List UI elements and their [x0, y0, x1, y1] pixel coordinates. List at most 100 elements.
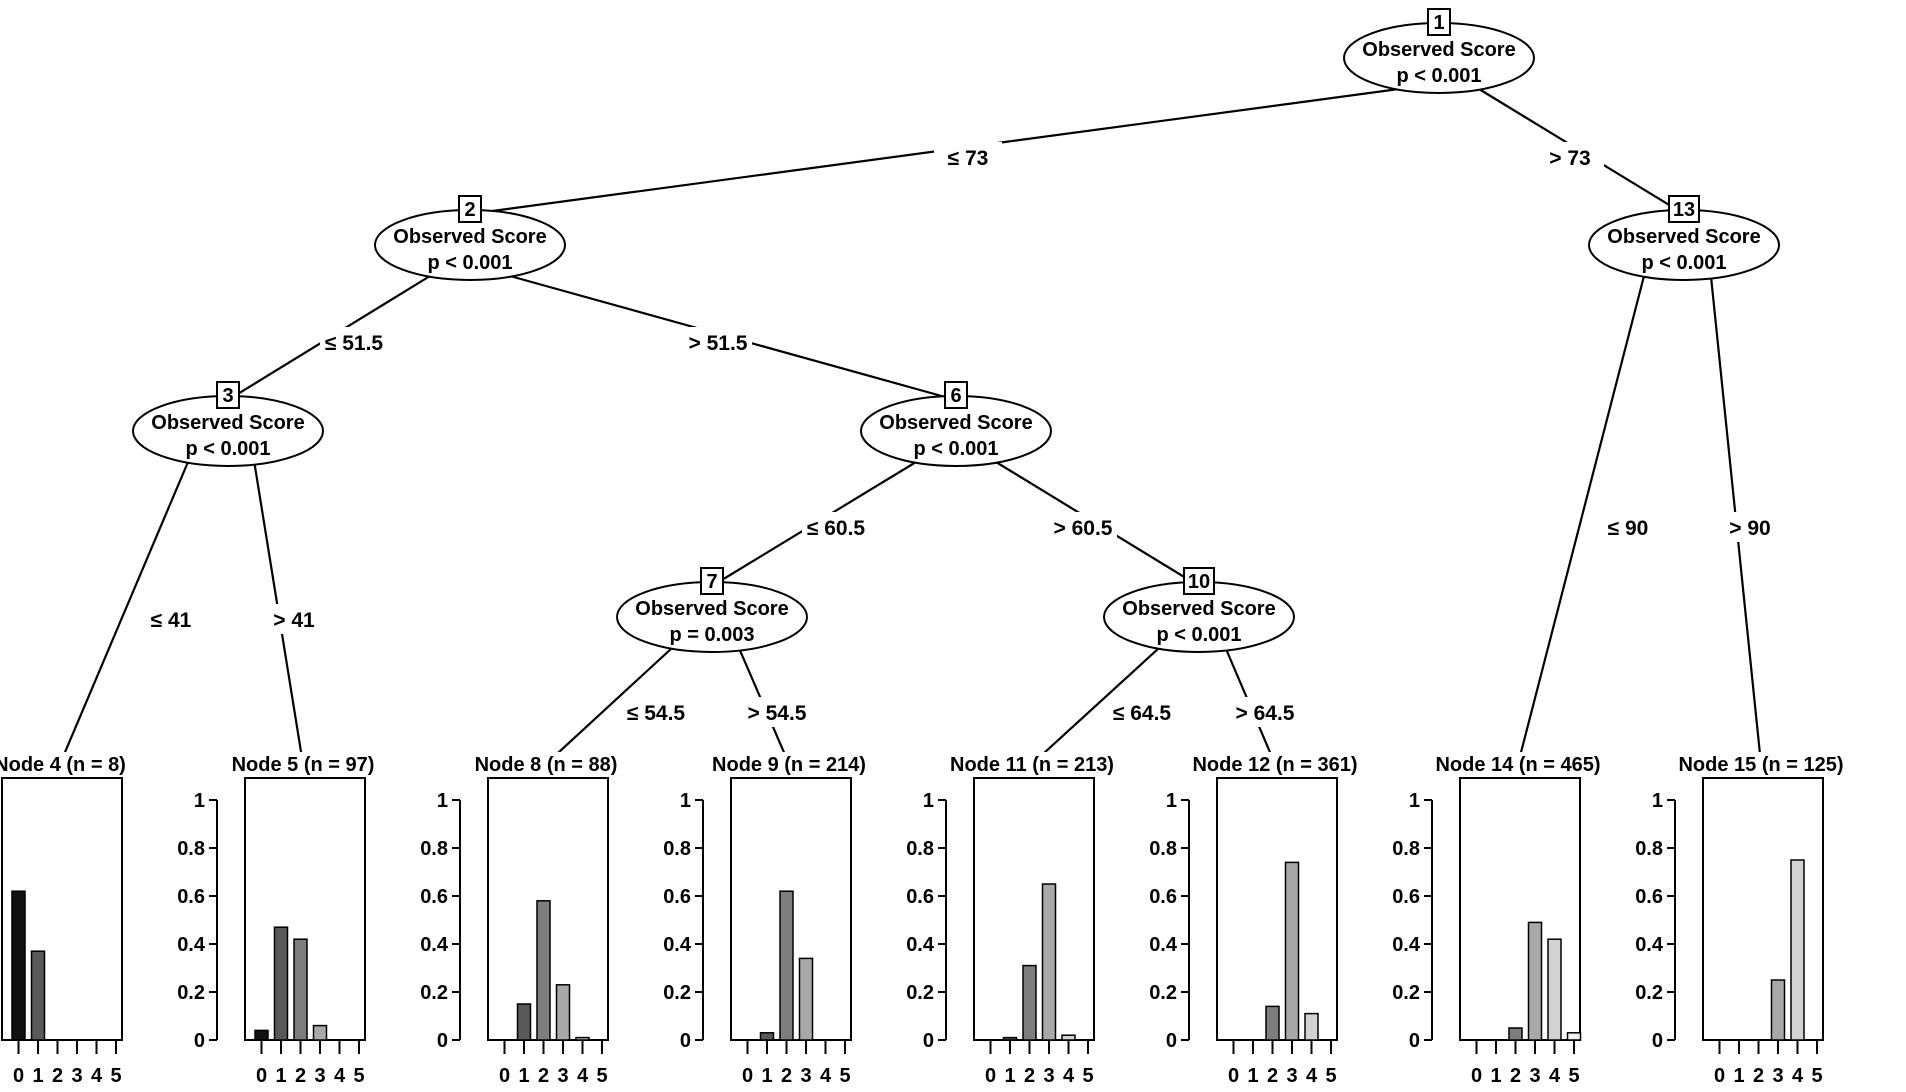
y-tick-label: 0.8 [1149, 838, 1177, 860]
edge-label-bg [622, 697, 690, 727]
node-id: 7 [706, 571, 717, 593]
bar-node8-cat2 [536, 900, 551, 1041]
y-tick-label: 0.2 [420, 982, 448, 1004]
y-tick-label: 0.4 [1392, 934, 1421, 956]
leaf-title: Node 14 (n = 465) [1435, 754, 1600, 776]
node-variable: Observed Score [393, 226, 546, 248]
x-tick-label: 2 [295, 1065, 306, 1087]
edge-label-bg [1231, 697, 1299, 727]
x-tick-label: 4 [334, 1065, 346, 1087]
node-id-box [458, 195, 482, 223]
y-tick-label: 0 [1166, 1030, 1177, 1052]
edge-label-3-4: ≤ 41 [151, 609, 192, 632]
x-tick-label: 1 [1247, 1065, 1258, 1087]
y-tick-label: 1 [680, 790, 691, 812]
x-tick-label: 5 [1811, 1065, 1822, 1087]
x-tick-label: 2 [1024, 1065, 1035, 1087]
y-tick-label: 0.6 [663, 886, 691, 908]
node-id: 1 [1433, 12, 1444, 34]
node-id-box [1427, 8, 1451, 36]
bar-node15-cat4 [1790, 859, 1805, 1041]
edge-label-bg [684, 327, 752, 357]
bar-node5-cat2 [293, 938, 308, 1041]
bar-node11-cat4 [1061, 1034, 1076, 1041]
x-tick-label: 5 [596, 1065, 607, 1087]
y-tick-label: 0 [437, 1030, 448, 1052]
bar-node5-cat3 [312, 1024, 328, 1041]
x-tick-label: 4 [91, 1065, 103, 1087]
x-tick-label: 1 [275, 1065, 286, 1087]
y-tick-label: 0.4 [420, 934, 449, 956]
y-tick-label: 1 [1652, 790, 1663, 812]
x-tick-label: 5 [110, 1065, 121, 1087]
y-tick-label: 0.8 [1392, 838, 1420, 860]
bar-node12-cat2 [1265, 1005, 1280, 1041]
bar-node14-cat3 [1527, 921, 1543, 1041]
x-tick-label: 2 [538, 1065, 549, 1087]
y-tick-label: 0.8 [420, 838, 448, 860]
y-tick-label: 0.6 [1149, 886, 1177, 908]
leaf-title: Node 9 (n = 214) [712, 754, 866, 776]
node-p-value: p < 0.001 [185, 438, 270, 460]
y-tick-label: 0 [923, 1030, 934, 1052]
x-tick-label: 5 [1082, 1065, 1093, 1087]
x-tick-label: 3 [557, 1065, 568, 1087]
node-id-box [944, 381, 968, 409]
leaf-plot-frame [1702, 777, 1824, 1041]
x-tick-label: 1 [518, 1065, 529, 1087]
x-tick-label: 1 [761, 1065, 772, 1087]
node-variable: Observed Score [151, 412, 304, 434]
edge-13-14 [1516, 275, 1646, 765]
edge-label-bg [802, 512, 870, 542]
x-tick-label: 2 [52, 1065, 63, 1087]
x-tick-label: 0 [1471, 1065, 1482, 1087]
edge-label-bg [1594, 512, 1662, 542]
x-tick-label: 0 [499, 1065, 510, 1087]
x-tick-label: 0 [256, 1065, 267, 1087]
bar-node8-cat1 [516, 1003, 532, 1041]
bar-node11-cat1 [1002, 1036, 1018, 1041]
y-tick-label: 1 [437, 790, 448, 812]
node-p-value: p < 0.001 [913, 438, 998, 460]
edge-label-3-5: > 41 [273, 609, 315, 632]
y-tick-label: 0.2 [1635, 982, 1663, 1004]
bar-node4-cat0 [11, 890, 26, 1041]
y-tick-label: 0.4 [1149, 934, 1178, 956]
edge-label-2-3: ≤ 51.5 [325, 332, 384, 355]
leaf-title-bg [944, 752, 1120, 776]
leaf-title: Node 11 (n = 213) [950, 754, 1114, 776]
leaf-title: Node 8 (n = 88) [475, 754, 618, 776]
x-tick-label: 5 [839, 1065, 850, 1087]
node-id: 13 [1673, 199, 1695, 221]
bar-node14-cat2 [1508, 1027, 1523, 1041]
y-tick-label: 0.2 [663, 982, 691, 1004]
bar-node8-cat4 [575, 1036, 590, 1041]
x-tick-label: 2 [1267, 1065, 1278, 1087]
leaf-title-bg [215, 752, 391, 776]
y-tick-label: 0.2 [177, 982, 205, 1004]
bar-node12-cat3 [1284, 861, 1300, 1041]
leaf-title: Node 12 (n = 361) [1192, 754, 1357, 776]
leaf-title-bg [1430, 752, 1606, 776]
node-variable: Observed Score [1362, 39, 1515, 61]
edge-label-7-9: > 54.5 [748, 702, 807, 725]
x-tick-label: 2 [781, 1065, 792, 1087]
edge-label-10-12: > 64.5 [1236, 702, 1295, 725]
y-tick-label: 1 [1166, 790, 1177, 812]
edge-label-bg [320, 327, 388, 357]
y-tick-label: 1 [923, 790, 934, 812]
y-tick-label: 0 [680, 1030, 691, 1052]
y-tick-label: 0.4 [663, 934, 692, 956]
y-tick-label: 0.8 [1635, 838, 1663, 860]
